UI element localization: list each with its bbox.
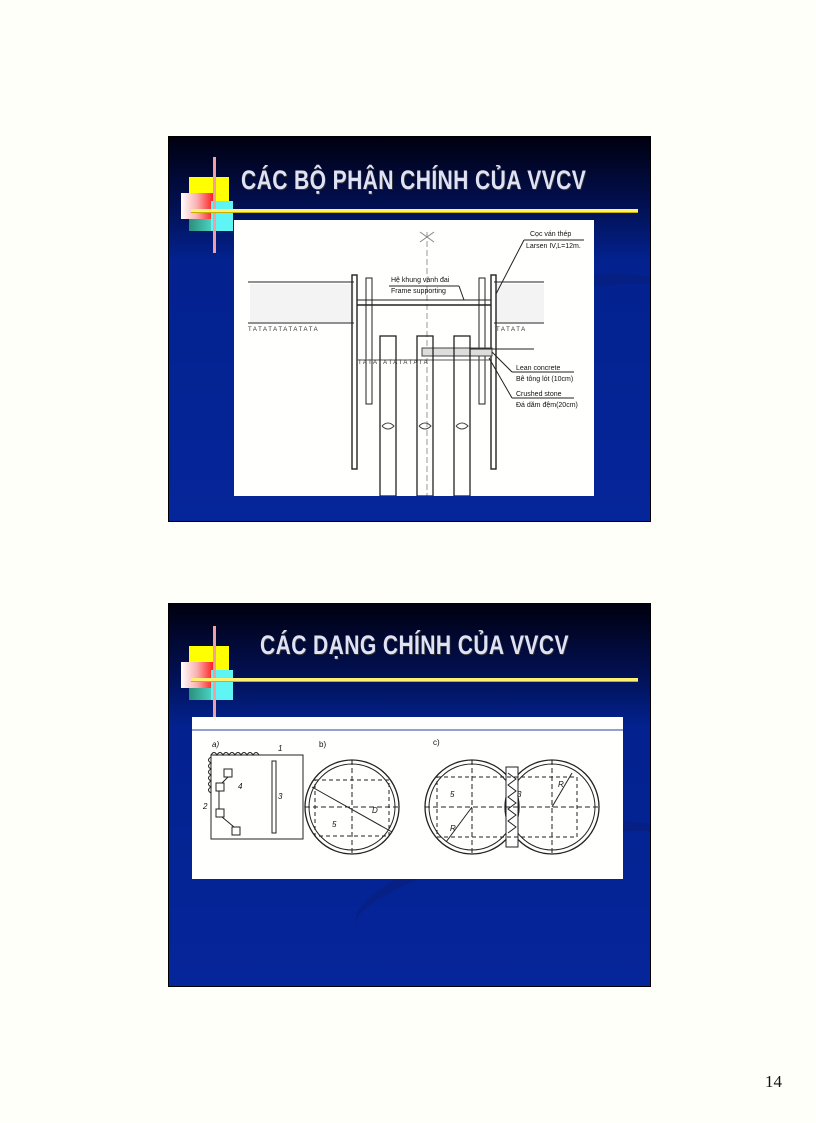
title-underline [191,678,638,682]
svg-text:Hệ khung vành đai: Hệ khung vành đai [391,277,450,284]
svg-text:Bê tông lót (10cm): Bê tông lót (10cm) [516,376,573,383]
svg-text:T A T A T A T A T A T A: T A T A T A T A T A T A T A [358,360,428,366]
svg-text:3: 3 [517,790,522,799]
svg-text:b): b) [319,740,326,749]
page-number: 14 [765,1072,782,1091]
svg-text:5: 5 [332,820,337,829]
svg-text:R: R [450,824,456,833]
svg-text:R: R [558,780,564,789]
svg-text:T A T A T A: T A T A T A [496,327,525,333]
svg-text:T A T A T A T A T A T A T A: T A T A T A T A T A T A T A [248,327,318,333]
svg-text:c): c) [433,738,440,747]
svg-text:3: 3 [278,792,283,801]
cofferdam-types-figure: a) 1 2 3 4 5 D 3 5 R R b) c) [192,717,623,879]
svg-text:D: D [372,806,378,815]
slide-title: CÁC BỘ PHẬN CHÍNH CỦA VVCV [241,165,587,195]
slide-1: CÁC BỘ PHẬN CHÍNH CỦA VVCV [168,136,651,522]
svg-text:Cọc ván thép: Cọc ván thép [530,231,571,238]
slide-2: CÁC DẠNG CHÍNH CỦA VVCV [168,603,651,987]
title-underline [191,209,638,213]
svg-text:Đá dăm đệm(20cm): Đá dăm đệm(20cm) [516,402,578,409]
svg-text:Lean concrete: Lean concrete [516,365,560,372]
svg-text:4: 4 [238,782,243,791]
svg-text:1: 1 [278,744,282,753]
slide-title: CÁC DẠNG CHÍNH CỦA VVCV [260,630,569,660]
svg-text:2: 2 [202,802,208,811]
svg-text:Crushed stone: Crushed stone [516,391,562,398]
svg-text:Frame supporting: Frame supporting [391,288,446,295]
svg-text:a): a) [212,740,219,749]
svg-text:Larsen IV,L=12m.: Larsen IV,L=12m. [526,243,581,250]
svg-text:5: 5 [450,790,455,799]
cofferdam-section-figure: T A T A T A T A T A T A T A T A T A T A … [234,220,594,497]
